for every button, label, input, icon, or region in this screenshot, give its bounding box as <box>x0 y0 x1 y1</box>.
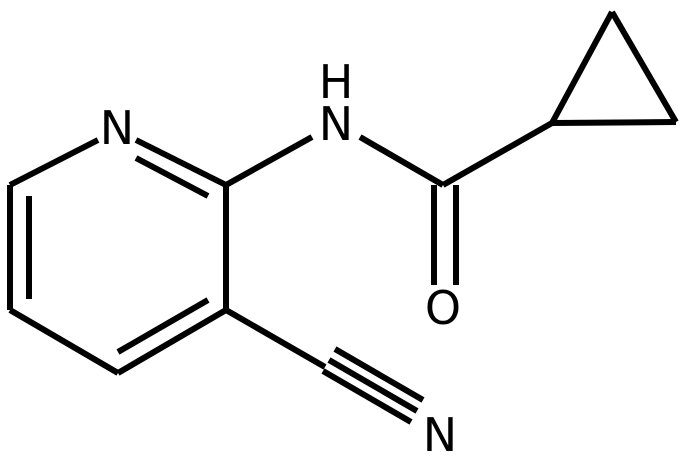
bond-c4-c5 <box>8 307 120 376</box>
bond-cn-triple-1 <box>327 357 419 414</box>
bond-n1-c2 <box>134 137 228 188</box>
amide-hydrogen-label: H <box>319 55 354 109</box>
bond-c3-c4 <box>116 307 228 376</box>
bond-nh-carbonyl <box>358 134 445 188</box>
bond-n1-c2-inner <box>134 155 210 199</box>
bond-cp-a <box>549 10 615 125</box>
amide-nitrogen-label: N <box>319 97 353 151</box>
bond-carbonyl-cyclopropyl <box>441 120 554 188</box>
bond-c6-n1 <box>8 137 100 188</box>
nitrile-nitrogen-label: N <box>423 408 457 458</box>
bond-cn-triple-2 <box>321 368 413 425</box>
bond-c2-nh <box>224 134 314 188</box>
amide-group <box>224 120 554 285</box>
bond-cn-triple-3 <box>333 346 425 403</box>
bond-c3-c4-inner <box>116 297 210 355</box>
bond-c3-cn <box>224 307 327 370</box>
pyridine-nitrogen-label: N <box>100 101 134 155</box>
nitrile-group <box>224 307 425 425</box>
cyclopropane-ring <box>549 10 679 126</box>
carbonyl-oxygen-label: O <box>425 281 461 335</box>
bond-cp-b <box>609 10 679 124</box>
pyridine-ring <box>7 137 229 376</box>
bond-cp-c <box>551 119 677 126</box>
